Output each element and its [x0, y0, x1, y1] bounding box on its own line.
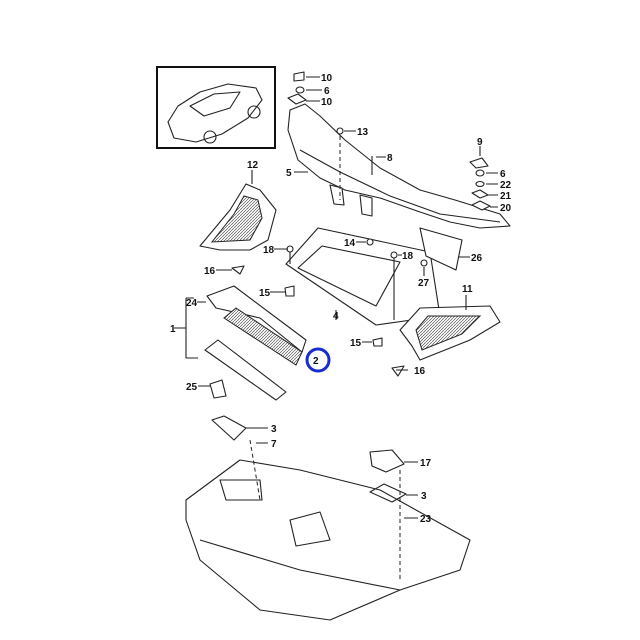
part-3-seal: [211, 415, 247, 441]
part-25-bracket: [209, 379, 227, 399]
highlight-circle-part-2[interactable]: [305, 347, 331, 373]
part-5-cowl-panel: [287, 103, 511, 229]
part-17-grille: [369, 449, 405, 473]
callout-4[interactable]: 4: [333, 311, 339, 322]
part-1-filter-housing-assembly: [174, 285, 307, 401]
part-4-plenum-cover: [285, 227, 441, 326]
callout-15[interactable]: 15: [259, 288, 271, 299]
callout-18[interactable]: 18: [402, 251, 414, 262]
part-15-clip: [284, 285, 295, 297]
part-10-pad: [287, 93, 307, 105]
callout-23[interactable]: 23: [420, 514, 432, 525]
callout-3[interactable]: 3: [421, 491, 427, 502]
part-2-cabin-filter: [223, 307, 303, 366]
vehicle-inset: [156, 66, 276, 149]
part-6-washer: [295, 86, 305, 94]
callout-1[interactable]: 1: [170, 324, 176, 335]
callout-10[interactable]: 10: [321, 97, 333, 108]
callout-21[interactable]: 21: [500, 191, 512, 202]
callout-15[interactable]: 15: [350, 338, 362, 349]
callout-26[interactable]: 26: [471, 253, 483, 264]
part-16-clip: [231, 265, 245, 275]
part-13-screw: [336, 127, 344, 135]
body-bulkhead: [185, 459, 471, 621]
callout-7[interactable]: 7: [271, 439, 277, 450]
callout-24[interactable]: 24: [186, 298, 198, 309]
callout-9[interactable]: 9: [477, 137, 483, 148]
callout-18[interactable]: 18: [263, 245, 275, 256]
part-3-seal-right: [369, 483, 407, 503]
part-26-bracket: [419, 227, 463, 271]
callout-13[interactable]: 13: [357, 127, 369, 138]
part-12-side-cover: [199, 183, 277, 251]
callout-6[interactable]: 6: [324, 86, 330, 97]
callout-3[interactable]: 3: [271, 424, 277, 435]
callout-16[interactable]: 16: [414, 366, 426, 377]
part-10-clip: [293, 71, 305, 82]
callout-17[interactable]: 17: [420, 458, 432, 469]
callout-25[interactable]: 25: [186, 382, 198, 393]
callout-16[interactable]: 16: [204, 266, 216, 277]
callout-10[interactable]: 10: [321, 73, 333, 84]
callout-2[interactable]: 2: [313, 356, 319, 367]
part-9-cap: [469, 157, 489, 169]
callout-5[interactable]: 5: [286, 168, 292, 179]
part-11-side-cover: [399, 305, 501, 361]
callout-22[interactable]: 22: [500, 180, 512, 191]
callout-6[interactable]: 6: [500, 169, 506, 180]
callout-20[interactable]: 20: [500, 203, 512, 214]
callout-12[interactable]: 12: [247, 160, 259, 171]
callout-11[interactable]: 11: [462, 284, 473, 295]
callout-27[interactable]: 27: [418, 278, 430, 289]
callout-14[interactable]: 14: [344, 238, 356, 249]
callout-8[interactable]: 8: [387, 153, 393, 164]
